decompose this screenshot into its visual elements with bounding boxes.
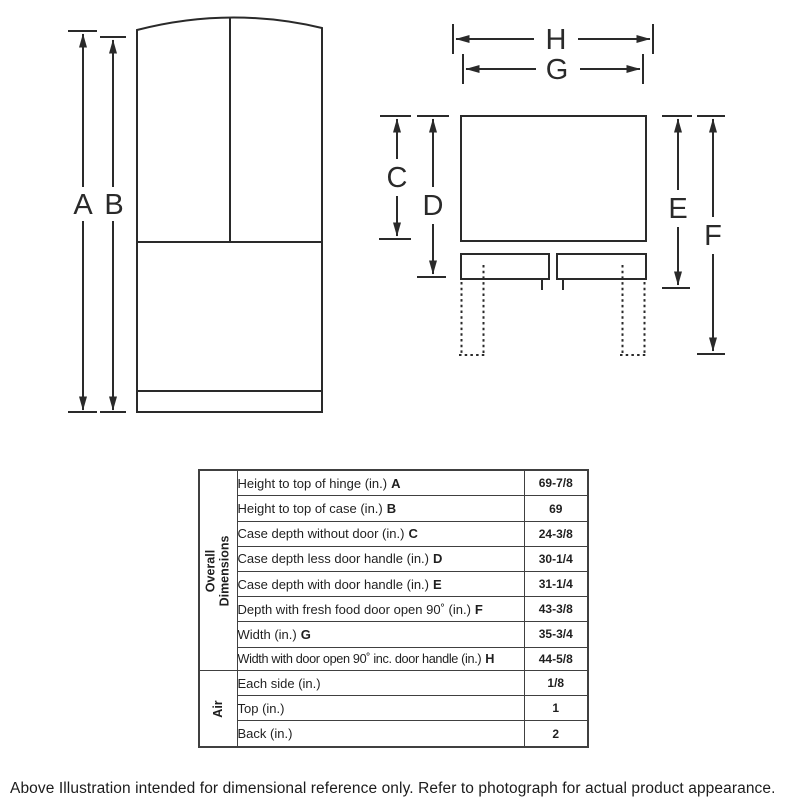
table-row: Width with door open 90˚ inc. door handl… [199, 646, 589, 672]
row-label: Case depth without door (in.)C [236, 520, 525, 547]
drawer-left-rect [460, 253, 550, 280]
row-label: Case depth with door handle (in.)E [236, 570, 525, 598]
row-label: Height to top of hinge (in.)A [236, 469, 525, 497]
dim-arrow-c [379, 115, 411, 240]
dim-label-c: C [387, 162, 408, 194]
dim-label-e: E [668, 193, 687, 225]
row-label: Top (in.) [236, 695, 525, 722]
row-value: 43-3/8 [523, 596, 589, 623]
dim-arrow-b [100, 36, 126, 413]
group-label-air: Air [198, 670, 238, 748]
row-label: Depth with fresh food door open 90˚ (in.… [236, 596, 525, 623]
dim-label-d: D [423, 190, 444, 222]
row-value: 69-7/8 [523, 469, 589, 497]
dim-arrow-d [417, 115, 449, 278]
row-value: 44-5/8 [523, 646, 589, 672]
table-row: Top (in.) 1 [199, 695, 589, 722]
table-row: Case depth with door handle (in.)E 31-1/… [199, 570, 589, 598]
fridge-front-view [136, 16, 323, 413]
dim-label-f: F [704, 220, 722, 252]
table-row: Case depth less door handle (in.)D 30-1/… [199, 545, 589, 572]
row-label: Height to top of case (in.)B [236, 495, 525, 522]
table-row: Height to top of case (in.)B 69 [199, 495, 589, 522]
row-value: 69 [523, 495, 589, 522]
dim-arrow-f [697, 115, 725, 355]
row-value: 1 [523, 695, 589, 722]
row-label: Width (in.)G [236, 621, 525, 648]
table-row: Width (in.)G 35-3/4 [199, 621, 589, 648]
table-row: Case depth without door (in.)C 24-3/8 [199, 520, 589, 547]
drawer-open-outline-left [459, 265, 486, 356]
dim-arrow-e [662, 115, 692, 289]
table-row: Depth with fresh food door open 90˚ (in.… [199, 596, 589, 623]
row-value: 30-1/4 [523, 545, 589, 572]
drawer-right-rect [556, 253, 647, 280]
row-value: 2 [523, 720, 589, 748]
row-label: Back (in.) [236, 720, 525, 748]
row-value: 1/8 [523, 670, 589, 697]
dim-arrow-g [462, 54, 644, 84]
row-label: Case depth less door handle (in.)D [236, 545, 525, 572]
footer-note: Above Illustration intended for dimensio… [10, 780, 776, 797]
row-label: Each side (in.) [236, 670, 525, 697]
dim-label-a: A [73, 189, 93, 221]
dim-label-g: G [546, 54, 569, 86]
dim-arrow-h [452, 24, 654, 54]
fridge-outline [136, 16, 323, 413]
dim-label-b: B [104, 189, 123, 221]
dimension-diagram: A B C D E F G H [68, 16, 725, 413]
fridge-side-view [459, 115, 647, 356]
table-row: Back (in.) 2 [199, 720, 589, 748]
case-rect [460, 115, 647, 242]
row-value: 24-3/8 [523, 520, 589, 547]
drawer-open-outline-right [620, 265, 647, 356]
row-label: Width with door open 90˚ inc. door handl… [236, 646, 525, 672]
dim-arrow-a [68, 30, 97, 413]
table-row: Air Each side (in.) 1/8 [198, 670, 589, 748]
dim-label-h: H [546, 24, 567, 56]
row-value: 31-1/4 [523, 570, 589, 598]
row-value: 35-3/4 [523, 621, 589, 648]
